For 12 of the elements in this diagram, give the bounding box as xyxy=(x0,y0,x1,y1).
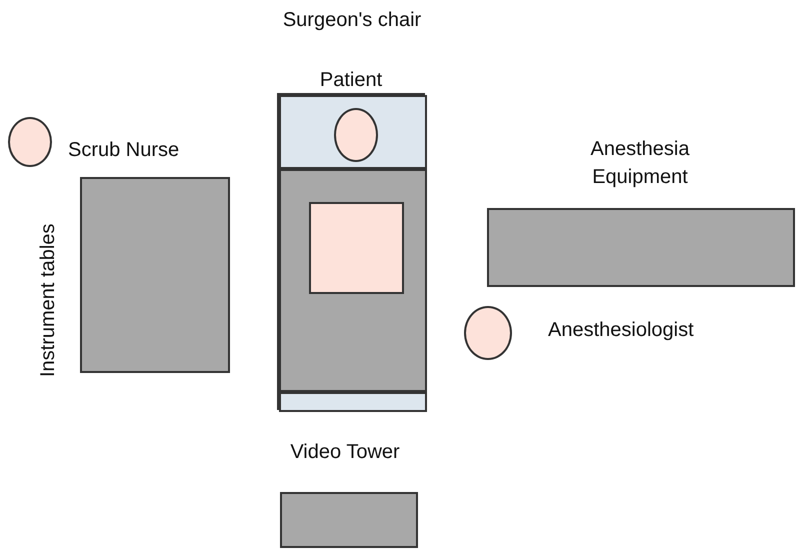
table-body-section xyxy=(279,169,427,392)
foot-section xyxy=(279,392,427,412)
role-label: Anesthesiologist xyxy=(548,318,695,342)
role-label: Scrub Nurse xyxy=(68,138,180,162)
head-section xyxy=(279,95,427,169)
head-circle xyxy=(334,108,378,162)
area-label: Surgeon's chair xyxy=(282,8,422,32)
instrument-label: Instrument tables xyxy=(36,222,60,379)
patient-label: Patient xyxy=(318,68,384,92)
surgical-field xyxy=(309,202,404,294)
equipment-label: Video Tower xyxy=(289,440,401,464)
equipment-label: Anesthesia Equipment xyxy=(590,137,690,190)
